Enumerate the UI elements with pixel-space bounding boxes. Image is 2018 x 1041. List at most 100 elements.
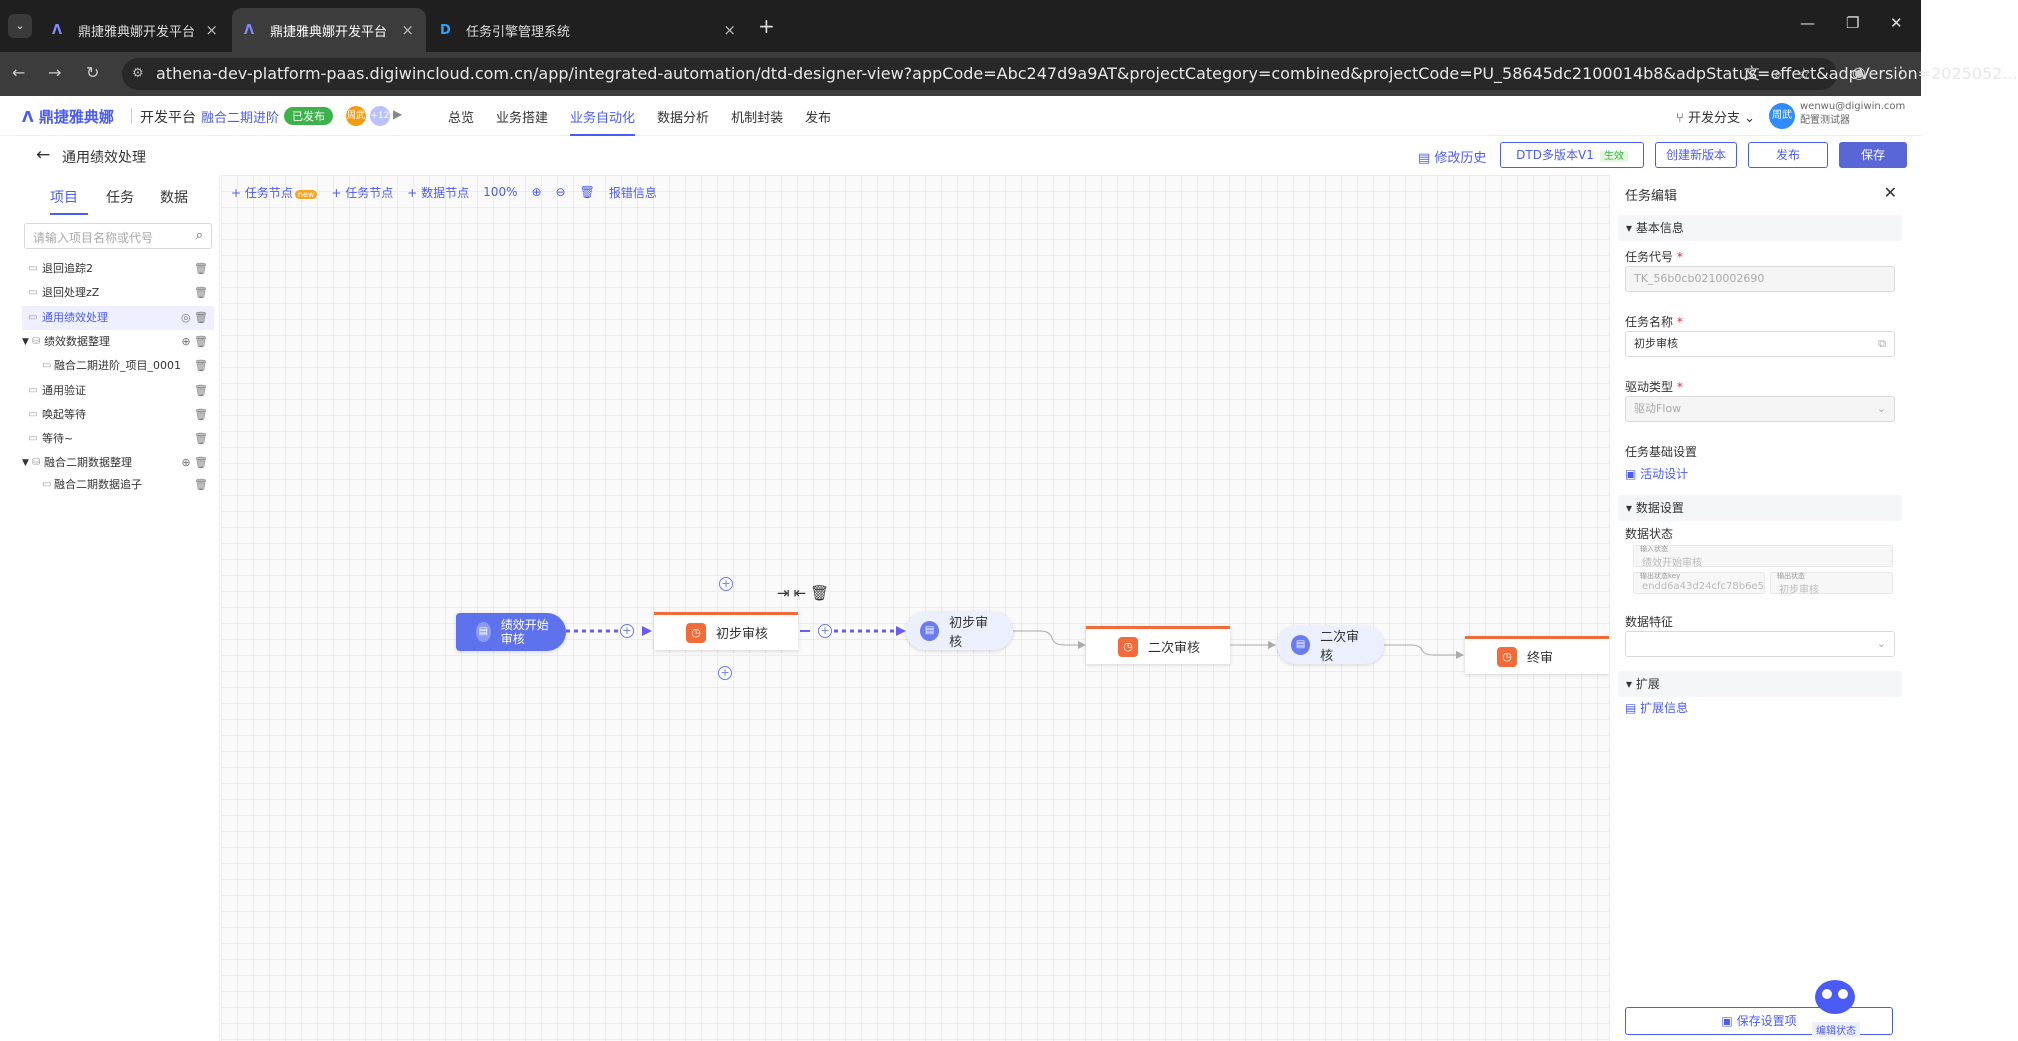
close-tab-icon[interactable]: × [723,21,736,39]
browser-menu-icon[interactable]: ⋮ [1893,63,1909,82]
flow-node-task-3[interactable]: ◷终审 [1465,636,1609,674]
zoom-icon[interactable]: ⌕ [1773,64,1797,83]
add-delete-icons[interactable]: ⊕ 🗑 [181,335,208,348]
back-arrow-icon[interactable]: ← [36,145,51,165]
play-icon[interactable]: ▶ [393,107,403,121]
add-node-icon[interactable]: + [620,624,634,638]
tree-item[interactable]: ▭融合二期进阶_项目_0001🗑 [22,354,214,378]
tab-project[interactable]: 项目 [50,190,78,206]
app-logo[interactable]: Λ 鼎捷雅典娜 [22,106,114,127]
profile-icon[interactable]: ◉ [1852,63,1866,82]
tree-item[interactable]: ▭通用验证🗑 [22,379,214,403]
save-button[interactable]: 保存 [1839,142,1907,168]
delete-node-icon[interactable]: 🗑 [810,584,834,602]
member-avatar[interactable]: 周武 [346,106,366,126]
add-task-node-button[interactable]: + 任务节点 [331,185,394,200]
browser-tab-3[interactable]: D 任务引擎管理系统 × [428,8,748,52]
add-data-node-button[interactable]: + 数据节点 [407,185,470,200]
tree-group[interactable]: ▼⛁融合二期数据整理⊕ 🗑 [22,451,214,475]
task-name-field[interactable]: 初步审核⧉ [1625,331,1895,357]
translate-icon[interactable]: 文 [1743,64,1774,83]
project-name[interactable]: 融合二期进阶 [201,111,280,126]
zoom-out-icon[interactable]: ⊖ [555,185,566,199]
tree-item[interactable]: ▭退回追踪2🗑 [22,257,214,281]
section-basic[interactable]: ▾ 基本信息 [1618,215,1902,241]
tree-item[interactable]: ▭等待~🗑 [22,427,214,451]
assistant-label[interactable]: 编辑状态 [1812,1022,1860,1037]
caret-down-icon[interactable]: ▼ [22,458,29,468]
tab-data[interactable]: 数据 [160,190,188,206]
delete-icon[interactable]: 🗑 [194,384,208,397]
delete-icon[interactable]: 🗑 [194,359,208,372]
delete-icon[interactable]: 🗑 [194,286,208,299]
nav-business-build[interactable]: 业务搭建 [496,111,549,126]
delete-icon[interactable]: 🗑 [194,432,208,445]
flow-node-task-1[interactable]: ◷初步审核 [654,612,798,650]
hide-icon[interactable]: ◎ 🗑 [180,311,208,324]
enter-icon[interactable]: ⇥ [777,584,794,602]
tree-group[interactable]: ▼⛁绩效数据整理⊕ 🗑 [22,330,214,354]
activity-design-link[interactable]: ▣ 活动设计 [1625,465,1688,482]
exit-icon[interactable]: ⇤ [793,584,811,602]
zoom-in-icon[interactable]: ⊕ [531,185,542,199]
close-window-icon[interactable]: ✕ [1890,14,1903,32]
publish-button[interactable]: 发布 [1748,142,1828,168]
assistant-owl-icon[interactable] [1815,980,1855,1014]
copy-icon[interactable]: ⧉ [1878,337,1886,350]
new-tab-icon[interactable]: + [758,14,775,38]
nav-data-analysis[interactable]: 数据分析 [657,111,710,126]
flow-node-start[interactable]: ▤绩效开始审核 [456,613,566,651]
tree-item[interactable]: ▭唤起等待🗑 [22,403,214,427]
flow-node-task-2[interactable]: ◷二次审核 [1086,626,1230,664]
nav-publish[interactable]: 发布 [805,111,832,126]
history-link[interactable]: ▤ 修改历史 [1418,147,1486,166]
add-delete-icons[interactable]: ⊕ 🗑 [181,456,208,469]
nav-overview[interactable]: 总览 [448,111,475,126]
project-search-input[interactable]: 请输入项目名称或代号 ⌕ [24,223,212,249]
nav-mechanism[interactable]: 机制封装 [731,111,784,126]
add-node-icon[interactable]: + [718,666,732,680]
user-avatar[interactable]: 周武 [1769,103,1795,129]
search-icon[interactable]: ⌕ [195,228,203,243]
nav-business-automation[interactable]: 业务自动化 [570,107,636,136]
tab-search-dropdown-icon[interactable]: ⌄ [8,14,32,38]
tree-item[interactable]: ▭融合二期数据追子🗑 [22,473,214,497]
tab-task[interactable]: 任务 [106,190,134,206]
site-info-icon[interactable]: ⚙ [132,66,144,81]
flow-node-data-2[interactable]: ▤二次审核 [1277,626,1384,664]
forward-icon[interactable]: → [48,63,62,82]
minimize-icon[interactable]: — [1800,14,1815,32]
extension-info-link[interactable]: ▤ 扩展信息 [1625,699,1688,716]
add-node-icon[interactable]: + [719,577,733,591]
delete-icon[interactable]: 🗑 [194,478,208,491]
back-icon[interactable]: ← [12,63,26,82]
browser-tab-1[interactable]: Λ 鼎捷雅典娜开发平台 × [40,8,230,52]
delete-icon[interactable]: 🗑 [194,408,208,421]
error-info-button[interactable]: 报错信息 [608,185,657,200]
save-settings-button[interactable]: ▣ 保存设置项 [1625,1007,1893,1035]
url-input[interactable]: ⚙ athena-dev-platform-paas.digiwincloud.… [122,58,2018,90]
browser-tab-2[interactable]: Λ 鼎捷雅典娜开发平台 × [232,8,426,52]
create-version-button[interactable]: 创建新版本 [1655,142,1737,168]
clear-icon[interactable]: 🗑 [579,185,595,199]
data-feature-select[interactable]: ⌄ [1625,631,1895,657]
section-data[interactable]: ▾ 数据设置 [1618,495,1902,521]
add-node-icon[interactable]: + [818,624,832,638]
caret-down-icon[interactable]: ▼ [22,337,29,347]
flow-canvas[interactable] [221,175,1609,1041]
branch-selector[interactable]: ⑂ 开发分支 ⌄ [1676,107,1755,126]
reload-icon[interactable]: ↻ [86,63,100,82]
restore-icon[interactable]: ❐ [1846,14,1860,32]
more-members-avatar[interactable]: +12 [370,106,390,126]
bookmark-star-icon[interactable]: ☆ [1796,64,1825,83]
tree-item-selected[interactable]: ▭通用绩效处理◎ 🗑 [22,306,214,330]
close-tab-icon[interactable]: × [205,21,218,39]
delete-icon[interactable]: 🗑 [194,262,208,275]
close-tab-icon[interactable]: × [401,21,414,39]
close-icon[interactable]: ✕ [1883,183,1897,202]
flow-node-data-1[interactable]: ▤初步审核 [906,612,1013,650]
tree-item[interactable]: ▭退回处理zZ🗑 [22,281,214,305]
